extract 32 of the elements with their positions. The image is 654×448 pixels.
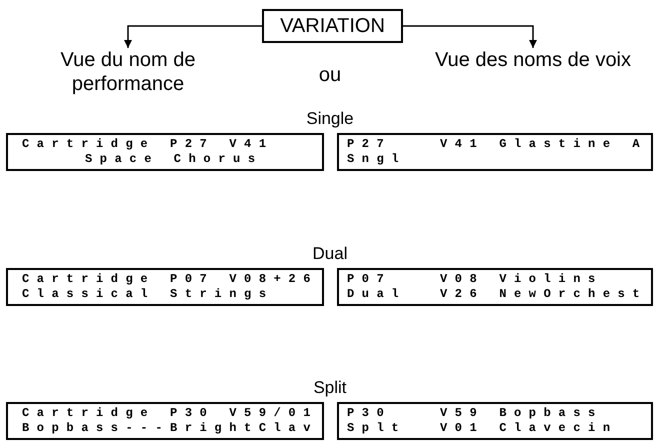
arrow: [124, 25, 262, 48]
title-box: VARIATION: [262, 9, 403, 43]
display-line: P27: [347, 137, 392, 152]
display-line: P07: [347, 272, 392, 287]
display-line: V59 Bopbass: [440, 406, 604, 421]
display-box: [337, 402, 653, 440]
display-line: Sngl: [347, 152, 408, 167]
display-line: Space Chorus: [85, 152, 264, 167]
view-heading: Vue des noms de voix: [433, 48, 633, 98]
display-line: Dual: [347, 287, 408, 302]
display-line: V26 NewOrchest: [440, 287, 648, 302]
view-heading: Vue du nom de performance: [28, 48, 228, 98]
display-line: Splt: [347, 421, 408, 436]
display-line: Classical Strings: [22, 287, 275, 302]
display-line: V41 Glastine A: [440, 137, 648, 152]
display-line: Cartridge P30 V59/01: [22, 406, 320, 421]
display-box: [337, 133, 653, 171]
arrow: [403, 25, 537, 48]
display-box: [6, 268, 324, 306]
display-line: V01 Clavecin: [440, 421, 619, 436]
display-box: [337, 268, 653, 306]
display-line: Cartridge P07 V08+26: [22, 272, 320, 287]
display-box: [6, 402, 324, 440]
mode-label: Single: [305, 108, 355, 130]
conjunction-text: ou: [318, 63, 342, 88]
display-box: [6, 133, 324, 171]
display-line: Cartridge P27 V41: [22, 137, 275, 152]
display-line: P30: [347, 406, 392, 421]
mode-label: Split: [312, 377, 348, 399]
mode-label: Dual: [312, 243, 348, 265]
display-line: V08 Violins: [440, 272, 604, 287]
display-line: Bopbass---BrightClav: [22, 421, 320, 436]
